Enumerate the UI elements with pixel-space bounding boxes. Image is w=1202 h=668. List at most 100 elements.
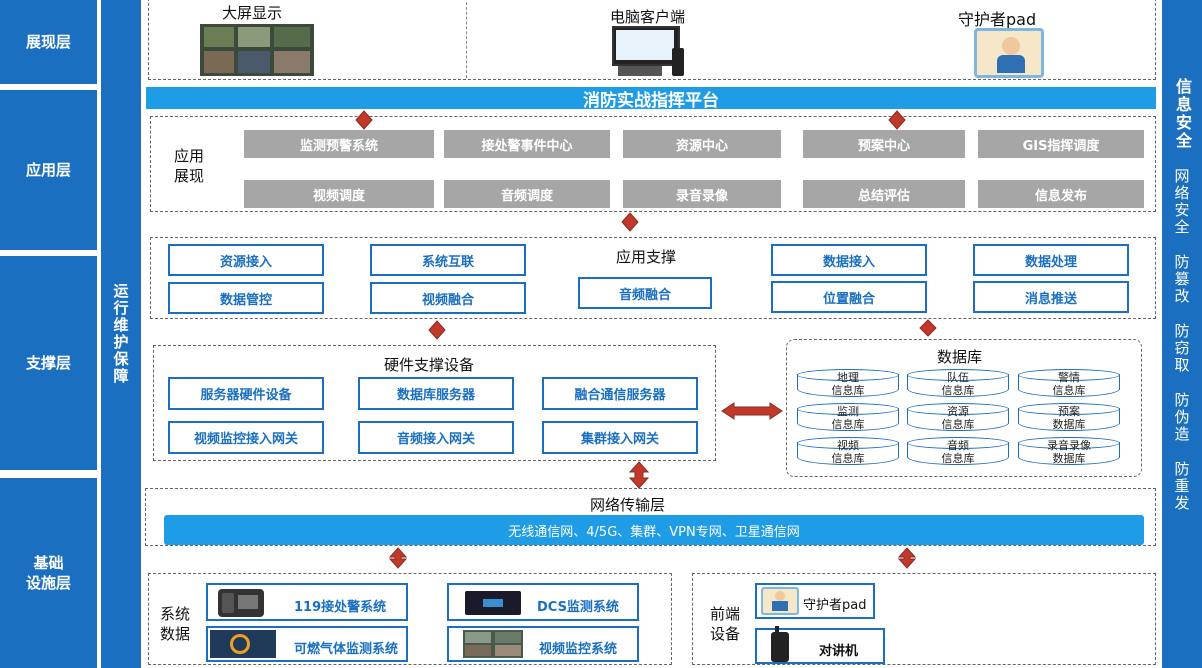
connector-bidirectional-arrow xyxy=(388,547,408,569)
cylinder-top xyxy=(1018,369,1120,381)
hardware-item-server[interactable]: 服务器硬件设备 xyxy=(168,377,324,410)
sys-item-label: DCS监测系统 xyxy=(537,600,619,615)
app-item-alarm-center[interactable]: 接处警事件中心 xyxy=(444,130,610,158)
support-item-message-push[interactable]: 消息推送 xyxy=(973,281,1129,313)
walkie-talkie-icon xyxy=(771,626,789,662)
connector-diamond xyxy=(919,319,937,337)
hardware-item-comm-server[interactable]: 融合通信服务器 xyxy=(542,377,698,410)
app-item-resource-center[interactable]: 资源中心 xyxy=(623,130,781,158)
database-item-label: 队伍信息库 xyxy=(941,371,975,397)
sys-item-gas[interactable]: 可燃气体监测系统 xyxy=(206,626,408,662)
security-item: 防篡改 xyxy=(1172,254,1191,305)
system-data-label: 系统 数据 xyxy=(160,605,191,643)
front-item-label: 守护者pad xyxy=(803,598,867,613)
platform-title: 消防实战指挥平台 xyxy=(583,90,719,111)
video-wall-icon xyxy=(463,630,523,658)
app-item-publish[interactable]: 信息发布 xyxy=(978,180,1144,208)
support-item-data-control[interactable]: 数据管控 xyxy=(168,282,324,314)
support-item-data-access[interactable]: 数据接入 xyxy=(771,244,927,276)
presentation-item-pad: 守护者pad xyxy=(958,10,1037,29)
database-panel xyxy=(786,339,1142,477)
hardware-item-audio-gateway[interactable]: 音频接入网关 xyxy=(358,421,514,454)
front-devices-panel xyxy=(692,573,1156,665)
support-panel xyxy=(150,237,1156,319)
database-item[interactable]: 视频信息库 xyxy=(797,437,899,469)
connector-diamond xyxy=(888,110,906,130)
application-label: 应用 展现 xyxy=(174,147,205,185)
database-item-label: 音频信息库 xyxy=(941,439,975,465)
app-item-monitoring[interactable]: 监测预警系统 xyxy=(244,130,434,158)
database-item[interactable]: 预案数据库 xyxy=(1018,403,1120,435)
separator-line xyxy=(466,2,467,78)
database-item[interactable]: 资源信息库 xyxy=(907,403,1009,435)
telephone-icon xyxy=(218,589,264,617)
presentation-item-pc-client: 电脑客户端 xyxy=(610,8,686,26)
database-item[interactable]: 监测信息库 xyxy=(797,403,899,435)
support-item-location-fusion[interactable]: 位置融合 xyxy=(771,281,927,313)
database-item[interactable]: 录音录像数据库 xyxy=(1018,437,1120,469)
app-item-gis[interactable]: GIS指挥调度 xyxy=(978,130,1144,158)
cylinder-top xyxy=(907,369,1009,381)
gauge-icon xyxy=(210,630,276,658)
sys-item-video[interactable]: 视频监控系统 xyxy=(447,626,639,662)
layer-application: 应用层 xyxy=(0,90,97,250)
network-bar-label: 无线通信网、4/5G、集群、VPN专网、卫星通信网 xyxy=(508,524,800,540)
app-item-plan-center[interactable]: 预案中心 xyxy=(803,130,965,158)
layer-support: 支撑层 xyxy=(0,256,97,470)
ops-maintenance-label: 运行维护保障 xyxy=(111,283,130,385)
security-column: 信息安全 网络安全 防篡改 防窃取 防伪造 防重发 xyxy=(1162,0,1202,668)
cylinder-top xyxy=(797,403,899,415)
application-panel xyxy=(150,116,1156,212)
app-item-audio-dispatch[interactable]: 音频调度 xyxy=(444,180,610,208)
network-bar: 无线通信网、4/5G、集群、VPN专网、卫星通信网 xyxy=(164,515,1144,545)
connector-diamond xyxy=(428,320,446,340)
cylinder-top xyxy=(907,437,1009,449)
connector-bidirectional-arrow xyxy=(721,402,783,420)
connector-diamond xyxy=(621,212,639,232)
bigscreen-image xyxy=(200,24,314,76)
support-item-interconnect[interactable]: 系统互联 xyxy=(370,244,526,276)
hardware-title: 硬件支撑设备 xyxy=(384,356,475,374)
database-item[interactable]: 警情信息库 xyxy=(1018,369,1120,401)
security-item: 防窃取 xyxy=(1172,323,1191,374)
cylinder-top xyxy=(797,369,899,381)
support-item-data-processing[interactable]: 数据处理 xyxy=(973,244,1129,276)
hardware-item-video-gateway[interactable]: 视频监控接入网关 xyxy=(168,421,324,454)
hardware-item-cluster-gateway[interactable]: 集群接入网关 xyxy=(542,421,698,454)
ops-maintenance-column: 运行维护保障 xyxy=(101,0,141,668)
pad-image xyxy=(974,28,1044,78)
sys-item-dcs[interactable]: DCS监测系统 xyxy=(447,583,639,621)
platform-title-bar: 消防实战指挥平台 xyxy=(146,87,1156,111)
hardware-item-db-server[interactable]: 数据库服务器 xyxy=(358,377,514,410)
front-item-pad[interactable]: 守护者pad xyxy=(755,583,875,619)
network-panel xyxy=(145,488,1156,546)
app-item-evaluation[interactable]: 总结评估 xyxy=(803,180,965,208)
system-data-panel xyxy=(148,573,672,665)
database-item-label: 地理信息库 xyxy=(831,371,865,397)
app-item-recording[interactable]: 录音录像 xyxy=(623,180,781,208)
connector-bidirectional-arrow xyxy=(897,547,917,569)
database-item-label: 预案数据库 xyxy=(1052,405,1086,431)
cylinder-top xyxy=(1018,437,1120,449)
sys-item-label: 119接处警系统 xyxy=(294,600,387,615)
presentation-item-bigscreen: 大屏显示 xyxy=(222,4,283,22)
support-item-audio-fusion[interactable]: 音频融合 xyxy=(578,277,712,309)
pad-icon xyxy=(761,587,799,615)
app-item-video-dispatch[interactable]: 视频调度 xyxy=(244,180,434,208)
sys-item-119[interactable]: 119接处警系统 xyxy=(206,583,408,621)
database-item-label: 警情信息库 xyxy=(1052,371,1086,397)
database-title: 数据库 xyxy=(937,348,983,366)
layer-infrastructure: 基础 设施层 xyxy=(0,478,97,668)
front-devices-label: 前端 设备 xyxy=(710,605,741,643)
database-item[interactable]: 音频信息库 xyxy=(907,437,1009,469)
support-title: 应用支撑 xyxy=(616,248,677,266)
front-item-radio[interactable]: 对讲机 xyxy=(755,626,885,664)
support-item-resource-access[interactable]: 资源接入 xyxy=(168,244,324,276)
monitor-icon xyxy=(465,591,521,615)
security-title: 信息安全 xyxy=(1173,78,1192,150)
database-item[interactable]: 队伍信息库 xyxy=(907,369,1009,401)
database-item[interactable]: 地理信息库 xyxy=(797,369,899,401)
connector-diamond xyxy=(355,110,373,130)
support-item-video-fusion[interactable]: 视频融合 xyxy=(370,282,526,314)
